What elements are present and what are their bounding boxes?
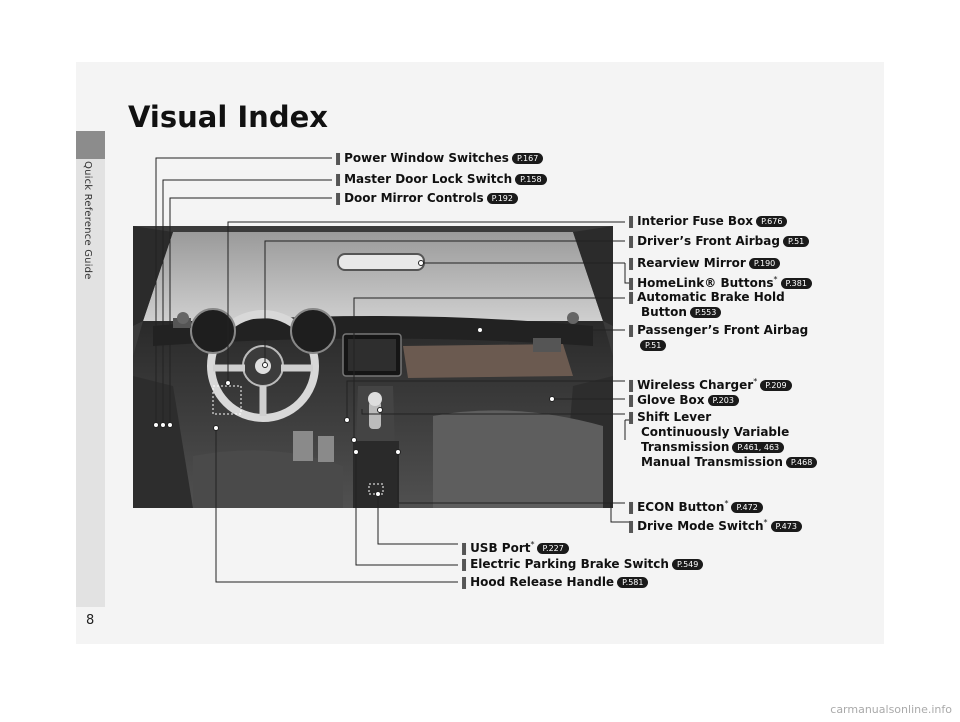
page-ref-badge[interactable]: P.192 — [486, 193, 518, 204]
callout-usb-port[interactable]: ❚USB Port*P.227 — [459, 537, 569, 556]
page-ref-badge[interactable]: P.468 — [785, 457, 818, 468]
sidebar-tab — [76, 131, 105, 159]
sidebar-section-label: Quick Reference Guide — [82, 161, 93, 280]
callout-passengers-front-airbag[interactable]: ❚Passenger’s Front Airbag P.51 — [626, 323, 809, 351]
watermark: carmanualsonline.info — [830, 703, 952, 716]
callout-shift-lever[interactable]: ❚Shift Lever Continuously Variable Trans… — [626, 410, 818, 470]
page-ref-badge[interactable]: P.51 — [782, 236, 810, 247]
page-ref-badge[interactable]: P.461, 463 — [732, 442, 785, 453]
page-ref-badge[interactable]: P.549 — [671, 559, 704, 570]
page-ref-badge[interactable]: P.581 — [617, 577, 649, 588]
page-title: Visual Index — [128, 100, 328, 134]
page-number: 8 — [86, 613, 95, 628]
callout-econ-button[interactable]: ❚ECON Button*P.472 — [626, 496, 763, 515]
page-ref-badge[interactable]: P.203 — [707, 395, 739, 406]
callout-wireless-charger[interactable]: ❚Wireless Charger*P.209 — [626, 374, 792, 393]
callout-drive-mode-switch[interactable]: ❚Drive Mode Switch*P.473 — [626, 515, 802, 534]
page-ref-badge[interactable]: P.51 — [640, 340, 667, 351]
page-ref-badge[interactable]: P.227 — [537, 543, 569, 554]
sidebar-strip — [76, 159, 105, 607]
page-ref-badge[interactable]: P.190 — [748, 258, 781, 269]
page-ref-badge[interactable]: P.472 — [731, 502, 763, 513]
page-ref-badge[interactable]: P.158 — [515, 174, 547, 185]
callout-homelink-buttons[interactable]: ❚HomeLink® Buttons*P.381 — [626, 272, 812, 291]
page-ref-badge[interactable]: P.381 — [780, 278, 812, 289]
page-ref-badge[interactable]: P.676 — [756, 216, 788, 227]
page-ref-badge[interactable]: P.553 — [689, 307, 722, 318]
page-ref-badge[interactable]: P.167 — [511, 153, 544, 164]
page-ref-badge[interactable]: P.473 — [770, 521, 802, 532]
page-ref-badge[interactable]: P.209 — [760, 380, 792, 391]
